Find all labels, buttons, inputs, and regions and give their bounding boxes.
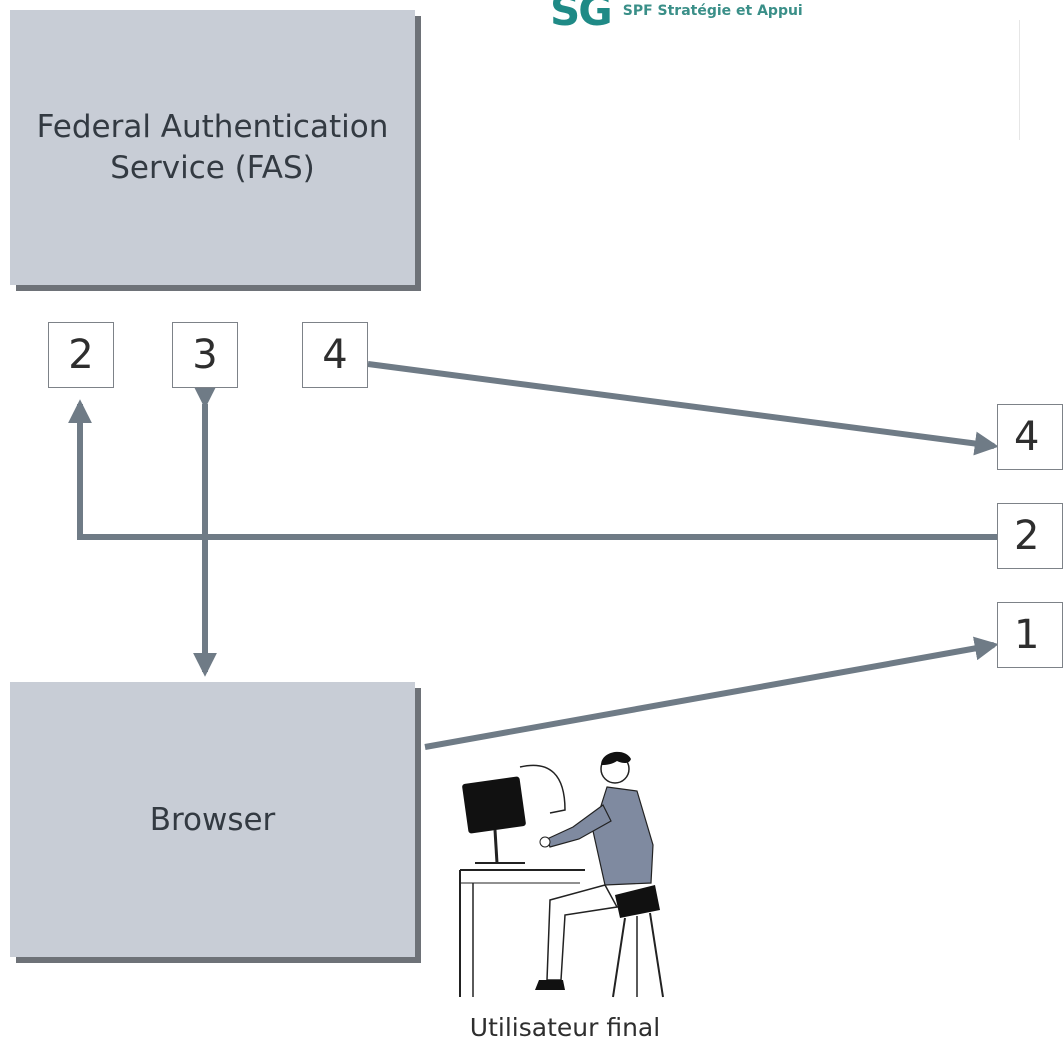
arrow-step-2	[68, 399, 997, 540]
arrow-step-4	[367, 361, 999, 456]
arrow-step-1	[424, 636, 999, 750]
step-4-badge: 4	[302, 322, 368, 388]
right-edge-divider	[1019, 20, 1020, 140]
edge-step-1-badge: 1	[997, 602, 1063, 668]
step-2-badge: 2	[48, 322, 114, 388]
sg-logo: SG SPF Stratégie et Appui	[550, 0, 803, 35]
fas-box: Federal Authentication Service (FAS)	[10, 10, 415, 285]
logo-text: SPF Stratégie et Appui	[622, 2, 803, 19]
edge-step-4-badge: 4	[997, 404, 1063, 470]
arrows-layer	[68, 361, 999, 750]
user-at-computer-icon	[459, 751, 664, 998]
user-label: Utilisateur final	[469, 1013, 661, 1042]
edge-step-2-badge: 2	[997, 503, 1063, 569]
step-3-badge: 3	[172, 322, 238, 388]
browser-label: Browser	[149, 801, 276, 838]
logo-mark: SG	[550, 0, 613, 35]
browser-box: Browser	[10, 682, 415, 957]
fas-label: Federal Authentication Service (FAS)	[36, 109, 389, 186]
